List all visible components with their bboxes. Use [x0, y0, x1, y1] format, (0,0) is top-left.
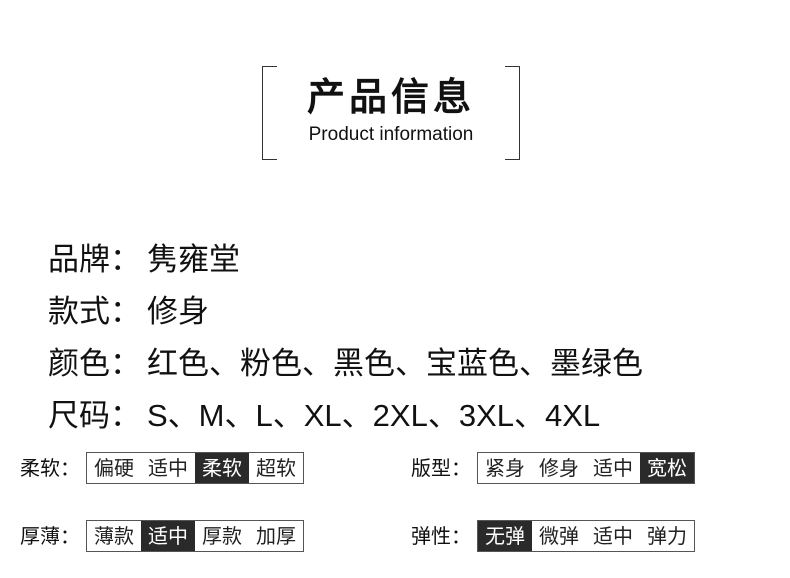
spec-label: 品牌：: [48, 242, 141, 278]
option-item: 偏硬: [94, 456, 134, 480]
option-group: 偏硬 适中 柔软 超软: [86, 452, 304, 484]
option-item-selected: 宽松: [640, 453, 694, 483]
option-item: 弹力: [647, 524, 687, 548]
option-item-selected: 无弹: [478, 521, 532, 551]
spec-size: 尺码：S、M、L、XL、2XL、3XL、4XL: [48, 392, 643, 444]
option-item-selected: 适中: [141, 521, 195, 551]
option-item: 适中: [593, 456, 633, 480]
option-item: 加厚: [256, 524, 296, 548]
attribute-label: 弹性：: [411, 524, 471, 548]
option-item-selected: 柔软: [195, 453, 249, 483]
option-item: 微弹: [539, 524, 579, 548]
option-item: 超软: [256, 456, 296, 480]
option-group: 无弹 微弹 适中 弹力: [477, 520, 695, 552]
option-item: 适中: [148, 456, 188, 480]
attribute-label: 厚薄：: [20, 524, 80, 548]
option-item: 紧身: [485, 456, 525, 480]
option-item: 适中: [593, 524, 633, 548]
section-title: 产品信息: [306, 75, 475, 119]
spec-label: 颜色：: [48, 346, 141, 382]
section-subtitle: Product information: [308, 124, 474, 145]
option-group: 紧身 修身 适中 宽松: [477, 452, 695, 484]
spec-style: 款式：修身: [48, 288, 643, 340]
option-item: 修身: [539, 456, 579, 480]
header-bracket-right: [505, 66, 520, 160]
attribute-elasticity: 弹性： 无弹 微弹 适中 弹力: [411, 519, 695, 553]
attribute-fit: 版型： 紧身 修身 适中 宽松: [411, 451, 695, 485]
spec-label: 尺码：: [48, 398, 141, 434]
option-group: 薄款 适中 厚款 加厚: [86, 520, 304, 552]
attribute-label: 版型：: [411, 456, 471, 480]
spec-value: 红色、粉色、黑色、宝蓝色、墨绿色: [147, 346, 643, 382]
attribute-thickness: 厚薄： 薄款 适中 厚款 加厚: [20, 519, 304, 553]
spec-value: S、M、L、XL、2XL、3XL、4XL: [147, 398, 601, 433]
spec-value: 修身: [147, 294, 209, 330]
attribute-softness: 柔软： 偏硬 适中 柔软 超软: [20, 451, 304, 485]
spec-color: 颜色：红色、粉色、黑色、宝蓝色、墨绿色: [48, 340, 643, 392]
spec-brand: 品牌：隽雍堂: [48, 236, 643, 288]
spec-value: 隽雍堂: [147, 242, 240, 278]
option-item: 厚款: [202, 524, 242, 548]
header-bracket-left: [262, 66, 277, 160]
attribute-label: 柔软：: [20, 456, 80, 480]
option-item: 薄款: [94, 524, 134, 548]
spec-list: 品牌：隽雍堂 款式：修身 颜色：红色、粉色、黑色、宝蓝色、墨绿色 尺码：S、M、…: [48, 236, 643, 444]
spec-label: 款式：: [48, 294, 141, 330]
section-header: 产品信息 Product information: [262, 66, 520, 160]
